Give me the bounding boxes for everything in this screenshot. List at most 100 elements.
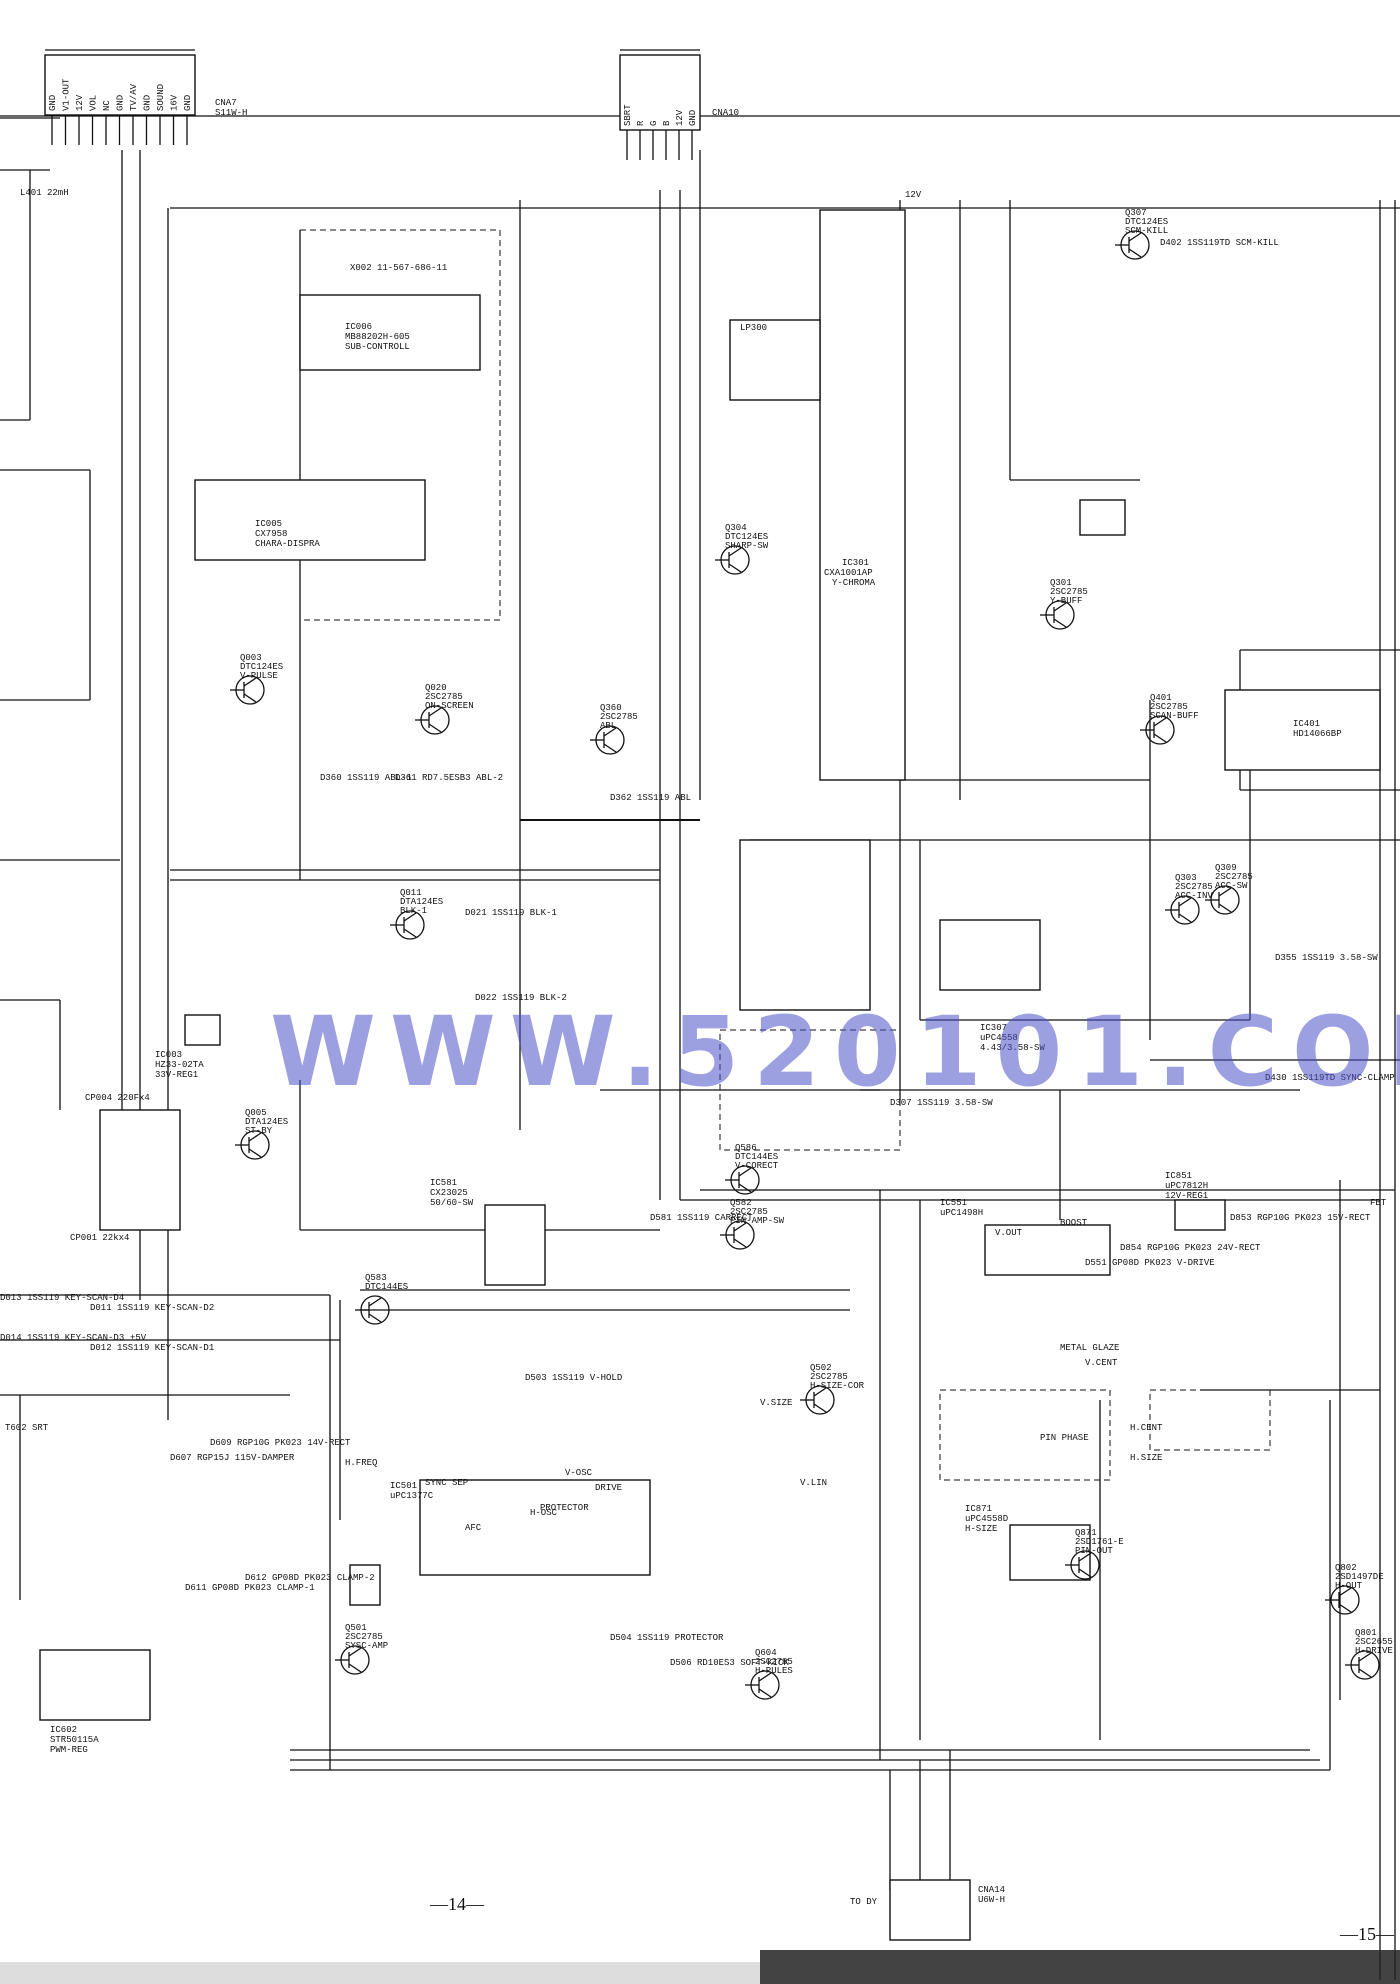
transistor-func: V-CORECT	[735, 1161, 779, 1171]
ic006-ref: IC006	[345, 322, 372, 332]
transistor-part: DTC124ES	[725, 532, 768, 542]
transistor-part: 2SC2785	[810, 1372, 848, 1382]
transistor-part: 2SC2785	[1050, 587, 1088, 597]
transistor-ref: Q604	[755, 1648, 777, 1658]
transistor-func: ON-SCREEN	[425, 701, 474, 711]
label-d013: D013 1SS119 KEY-SCAN-D4	[0, 1293, 124, 1303]
label-d503: D503 1SS119 V-HOLD	[525, 1373, 622, 1383]
cna14-type: U6W-H	[978, 1895, 1005, 1905]
transistor-ref: Q583	[365, 1273, 387, 1283]
label-d021: D021 1SS119 BLK-1	[465, 908, 557, 918]
transistor-func: PIN-AMP-SW	[730, 1216, 785, 1226]
ic307-ref: IC307	[980, 1023, 1007, 1033]
dashed-frames	[299, 229, 1271, 1481]
cna7-type: S11W-H	[215, 108, 247, 118]
ic581-block: IC581 CX23025 50/60-SW	[430, 1178, 546, 1286]
connector-pin-label: 12V	[675, 109, 685, 126]
label-afc: AFC	[465, 1523, 482, 1533]
transistor-func: SCAN-BUFF	[1150, 711, 1199, 721]
cna14-to: TO DY	[850, 1897, 878, 1907]
label-cp001: CP001 22kx4	[70, 1233, 129, 1243]
scan-edge-strip	[760, 1950, 1400, 1984]
label-d854: D854 RGP10G PK023 24V-RECT	[1120, 1243, 1261, 1253]
connector-pin-label: SBRT	[623, 104, 633, 126]
label-d022: D022 1SS119 BLK-2	[475, 993, 567, 1003]
ic851-ref: IC851	[1165, 1171, 1192, 1181]
page-number-right: —15—	[1339, 1924, 1395, 1944]
transistor-ref: Q401	[1150, 693, 1172, 703]
transistor-part: 2SC2785	[1175, 882, 1213, 892]
transistor-func: ACC-SW	[1215, 881, 1248, 891]
transistor-func: H-SIZE-COR	[810, 1381, 865, 1391]
ic005-ref: IC005	[255, 519, 282, 529]
ic501-part: uPC1377C	[390, 1491, 434, 1501]
ic602-block: IC602 STR50115A PWM-REG	[39, 1649, 151, 1755]
ic602-func: PWM-REG	[50, 1745, 88, 1755]
label-metal-glaze: METAL GLAZE	[1060, 1343, 1119, 1353]
label-d362: D362 1SS119 ABL	[610, 793, 691, 803]
transistor-func: ST-BY	[245, 1126, 273, 1136]
transistor-part: 2SC2785	[345, 1632, 383, 1642]
label-v-lin: V.LIN	[800, 1478, 827, 1488]
ic005-block: IC005 CX7958 CHARA-DISPRA	[194, 479, 426, 561]
transistor-part: DTC124ES	[240, 662, 283, 672]
label-d014: D014 1SS119 KEY-SCAN-D3	[0, 1333, 124, 1343]
label-x002: X002 11-567-686-11	[350, 263, 447, 273]
label-d430: D430 1SS119TD SYNC-CLAMP	[1265, 1073, 1395, 1083]
ic581-part: CX23025	[430, 1188, 468, 1198]
transistor-ref: Q801	[1355, 1628, 1377, 1638]
transistor-func: PIN-OUT	[1075, 1546, 1113, 1556]
label-h-cent: H.CENT	[1130, 1423, 1163, 1433]
ic602-ref: IC602	[50, 1725, 77, 1735]
label-d612: D612 GP08D PK023 CLAMP-2	[245, 1573, 375, 1583]
label-d011: D011 1SS119 KEY-SCAN-D2	[90, 1303, 214, 1313]
transistor-part: 2SC2785	[425, 692, 463, 702]
ic307-func: 4.43/3.58-SW	[980, 1043, 1045, 1053]
label-d607: D607 RGP15J 115V-DAMPER	[170, 1453, 295, 1463]
ic-blocks: IC006 MB88202H-605 SUB-CONTROLL IC005 CX…	[39, 209, 1381, 1755]
scan-edge-strip-left	[0, 1962, 760, 1984]
connector-pin-label: VOL	[89, 95, 99, 111]
ic006-part: MB88202H-605	[345, 332, 410, 342]
connector-pin-label: B	[662, 120, 672, 126]
connector-pin-label: GND	[143, 95, 153, 111]
label-v-size: V.SIZE	[760, 1398, 792, 1408]
transistor-ref: Q502	[810, 1363, 832, 1373]
transistor-ref: Q501	[345, 1623, 367, 1633]
ic401-ref: IC401	[1293, 719, 1320, 729]
label-h-size: H.SIZE	[1130, 1453, 1162, 1463]
label-t602: T602 SRT	[5, 1423, 49, 1433]
label-h-freq: H.FREQ	[345, 1458, 377, 1468]
ic851-func: 12V-REG1	[1165, 1191, 1208, 1201]
ic003-part: HZ33-02TA	[155, 1060, 204, 1070]
ic551-block: IC551 uPC1498H	[940, 1198, 1111, 1276]
transistor-ref: Q011	[400, 888, 422, 898]
ic005-part: CX7958	[255, 529, 287, 539]
ic851-part: uPC7812H	[1165, 1181, 1208, 1191]
connector-pin-label: GND	[688, 110, 698, 126]
ic301-block: IC301 CXA1001AP Y-CHROMA	[819, 209, 906, 781]
dl301-block	[1079, 499, 1126, 536]
connector-cna14: CNA14 U6W-H TO DY	[850, 1879, 1005, 1941]
ic401-part: HD14066BP	[1293, 729, 1342, 739]
label-lp300: LP300	[740, 323, 767, 333]
transistor-part: DTC124ES	[1125, 217, 1168, 227]
label-h-osc: H-OSC	[530, 1508, 558, 1518]
label-d012: D012 1SS119 KEY-SCAN-D1	[90, 1343, 214, 1353]
